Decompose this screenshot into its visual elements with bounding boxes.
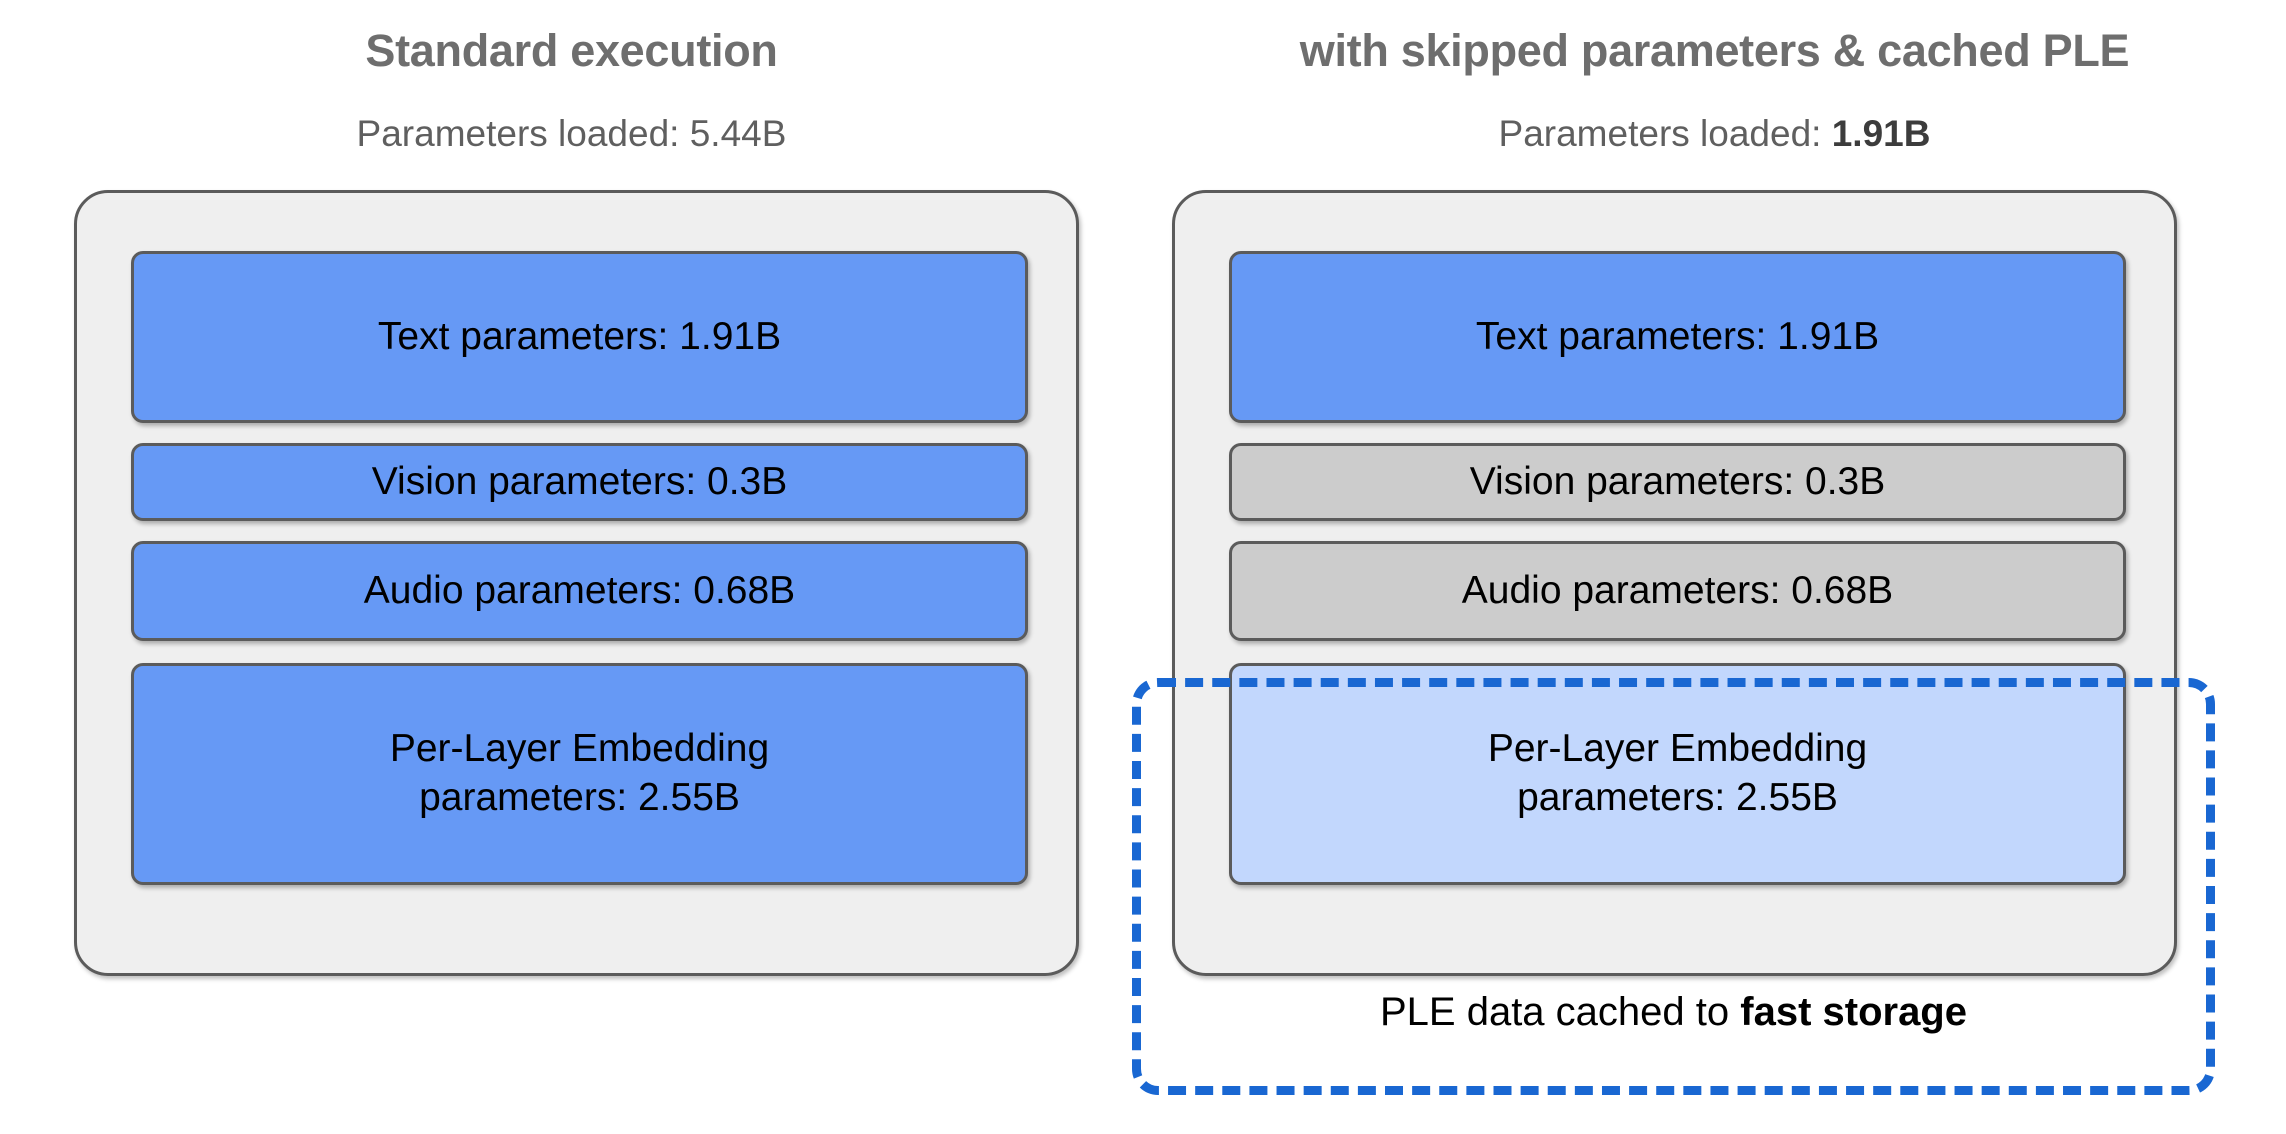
ple-line-2-standard: parameters: 2.55B	[419, 776, 740, 819]
column-title-standard: Standard execution	[365, 25, 778, 76]
column-title-skipped-cached: with skipped parameters & cached PLE	[1299, 25, 2130, 76]
param-block-audio-standard: Audio parameters: 0.68B	[131, 541, 1028, 641]
subtitle-value-standard: 5.44B	[689, 113, 787, 154]
column-subtitle-standard: Parameters loaded: 5.44B	[0, 113, 1143, 155]
model-panel-skipped-cached: Text parameters: 1.91B Vision parameters…	[1172, 190, 2177, 976]
model-panel-standard: Text parameters: 1.91B Vision parameters…	[74, 190, 1079, 976]
param-block-ple-skipped-cached: Per-Layer Embedding parameters: 2.55B	[1229, 663, 2126, 885]
cache-caption: PLE data cached to fast storage	[1132, 990, 2215, 1035]
param-block-text-standard: Text parameters: 1.91B	[131, 251, 1028, 423]
cache-caption-emphasis: fast storage	[1740, 990, 1967, 1034]
param-block-vision-skipped-cached: Vision parameters: 0.3B	[1229, 443, 2126, 521]
param-block-vision-standard: Vision parameters: 0.3B	[131, 443, 1028, 521]
column-skipped-cached: with skipped parameters & cached PLE Par…	[1143, 0, 2286, 1134]
column-subtitle-skipped-cached: Parameters loaded: 1.91B	[1143, 113, 2286, 155]
subtitle-prefix-skipped-cached: Parameters loaded:	[1498, 113, 1832, 154]
subtitle-value-skipped-cached: 1.91B	[1831, 113, 1931, 154]
ple-line-1-standard: Per-Layer Embedding	[389, 727, 770, 771]
column-standard-execution: Standard execution Parameters loaded: 5.…	[0, 25, 1143, 976]
param-block-ple-standard-text: Per-Layer Embedding parameters: 2.55B	[390, 725, 769, 823]
ple-line-2-skipped-cached: parameters: 2.55B	[1517, 776, 1838, 819]
param-block-text-skipped-cached: Text parameters: 1.91B	[1229, 251, 2126, 423]
ple-line-1-skipped-cached: Per-Layer Embedding	[1487, 727, 1868, 771]
cache-caption-prefix: PLE data cached to	[1379, 990, 1741, 1034]
param-block-audio-skipped-cached: Audio parameters: 0.68B	[1229, 541, 2126, 641]
param-block-ple-standard: Per-Layer Embedding parameters: 2.55B	[131, 663, 1028, 885]
param-block-ple-skipped-cached-text: Per-Layer Embedding parameters: 2.55B	[1488, 725, 1867, 823]
subtitle-prefix-standard: Parameters loaded:	[356, 113, 690, 154]
